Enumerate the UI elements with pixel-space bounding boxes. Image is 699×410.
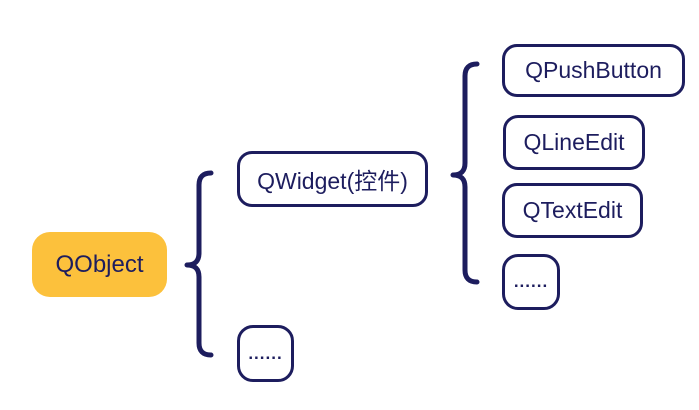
node-ellipsis-level2: ......: [237, 325, 294, 382]
node-ellipsis-level3: ......: [502, 254, 560, 310]
right-curly-brace: [450, 61, 480, 285]
node-qlineedit: QLineEdit: [503, 115, 645, 170]
left-curly-brace: [184, 170, 214, 358]
node-qpushbutton: QPushButton: [502, 44, 685, 97]
node-qwidget: QWidget(控件): [237, 151, 428, 207]
node-qtextedit: QTextEdit: [502, 183, 643, 238]
node-qobject: QObject: [32, 232, 167, 297]
